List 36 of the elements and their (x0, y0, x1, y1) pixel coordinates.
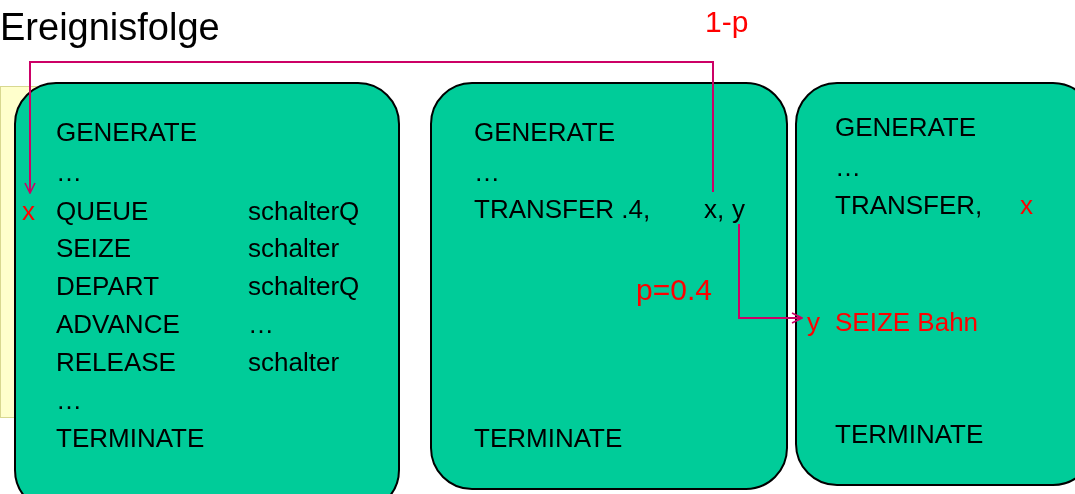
arrow (24, 61, 714, 194)
transfer-target: y (732, 194, 745, 224)
label-marker: y (807, 307, 820, 337)
code-block-card (430, 82, 788, 490)
code-text: … (56, 157, 82, 187)
code-text: schalter (248, 233, 340, 263)
code-text: DEPART (56, 271, 160, 301)
code-text: … (835, 152, 861, 182)
code-text: RELEASE (56, 347, 176, 377)
code-text: schalterQ (248, 271, 360, 301)
code-text: TRANSFER .4, (474, 194, 651, 224)
code-block-card (14, 82, 400, 494)
code-text: GENERATE (56, 117, 198, 147)
code-text: QUEUE (56, 196, 149, 226)
code-text: … (474, 157, 500, 187)
title: Ereignisfolge (0, 5, 220, 50)
code-text: GENERATE (474, 117, 616, 147)
code-text: TERMINATE (835, 419, 984, 449)
code-text: SEIZE Bahn (835, 307, 979, 337)
code-text: TERMINATE (56, 423, 205, 453)
code-text: ADVANCE (56, 309, 180, 339)
code-text: … (56, 385, 82, 415)
code-text: GENERATE (835, 112, 977, 142)
label-marker: x (1020, 190, 1033, 220)
code-text: TERMINATE (474, 423, 623, 453)
code-text: … (248, 309, 274, 339)
arrow (738, 223, 803, 324)
code-text: schalter (248, 347, 340, 377)
transfer-target: x, (704, 194, 725, 224)
edge-label: p=0.4 (636, 272, 712, 308)
code-text: schalterQ (248, 196, 360, 226)
edge-label: 1-p (705, 4, 749, 40)
code-block-card (795, 82, 1075, 486)
label-marker: x (22, 196, 35, 226)
code-text: SEIZE (56, 233, 132, 263)
code-text: TRANSFER, (835, 190, 983, 220)
